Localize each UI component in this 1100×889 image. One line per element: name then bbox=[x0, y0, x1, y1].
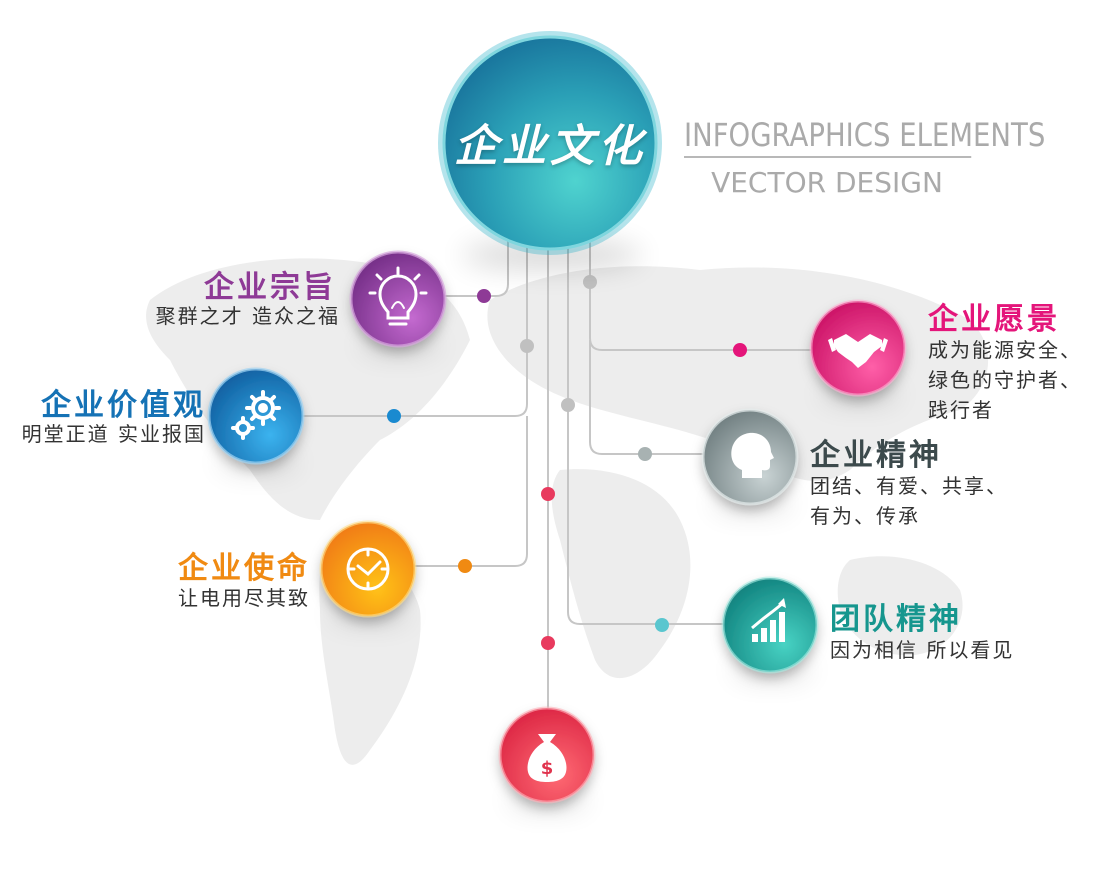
node-yuanjing bbox=[809, 299, 907, 397]
node-jiazhiguan bbox=[207, 367, 305, 465]
tagline-line2: VECTOR DESIGN bbox=[711, 166, 943, 199]
node-shiming bbox=[319, 520, 417, 618]
yuanjing-desc-2: 绿色的守护者、 bbox=[928, 368, 1082, 392]
money-bag-icon: $ bbox=[527, 734, 567, 782]
handshake-icon bbox=[828, 334, 888, 368]
yuanjing-desc-1: 成为能源安全、 bbox=[928, 338, 1082, 362]
svg-text:$: $ bbox=[541, 758, 554, 779]
growth-chart-icon bbox=[751, 598, 786, 642]
tagline-line1: INFOGRAPHICS ELEMENTS bbox=[684, 116, 1045, 158]
node-zongzhi bbox=[349, 250, 447, 348]
connector-dots bbox=[387, 275, 747, 650]
yuanjing-title: 企业愿景 bbox=[928, 302, 1060, 337]
lightbulb-icon bbox=[368, 266, 428, 326]
gears-icon bbox=[231, 390, 281, 440]
yuanjing-desc-3: 践行者 bbox=[928, 398, 994, 422]
jingshen-desc-2: 有为、传承 bbox=[810, 504, 920, 528]
jiazhiguan-title: 企业价值观 bbox=[41, 388, 206, 423]
jingshen-desc-1: 团结、有爱、共享、 bbox=[810, 474, 1008, 498]
node-tuandui bbox=[721, 576, 819, 674]
jiazhiguan-desc: 明堂正道 实业报国 bbox=[21, 422, 206, 446]
head-icon bbox=[731, 432, 774, 478]
center-node bbox=[438, 31, 662, 255]
zongzhi-desc: 聚群之才 造众之福 bbox=[155, 304, 340, 328]
zongzhi-title: 企业宗旨 bbox=[204, 270, 336, 305]
shiming-desc: 让电用尽其致 bbox=[178, 586, 310, 610]
jingshen-title: 企业精神 bbox=[810, 438, 942, 473]
node-jingshen bbox=[701, 408, 799, 506]
center-title: 企业文化 bbox=[454, 121, 646, 172]
clock-icon bbox=[346, 547, 390, 591]
shiming-title: 企业使命 bbox=[178, 551, 310, 586]
tuandui-desc: 因为相信 所以看见 bbox=[830, 638, 1015, 662]
tuandui-title: 团队精神 bbox=[830, 602, 962, 637]
node-bottom: $ bbox=[498, 706, 596, 804]
